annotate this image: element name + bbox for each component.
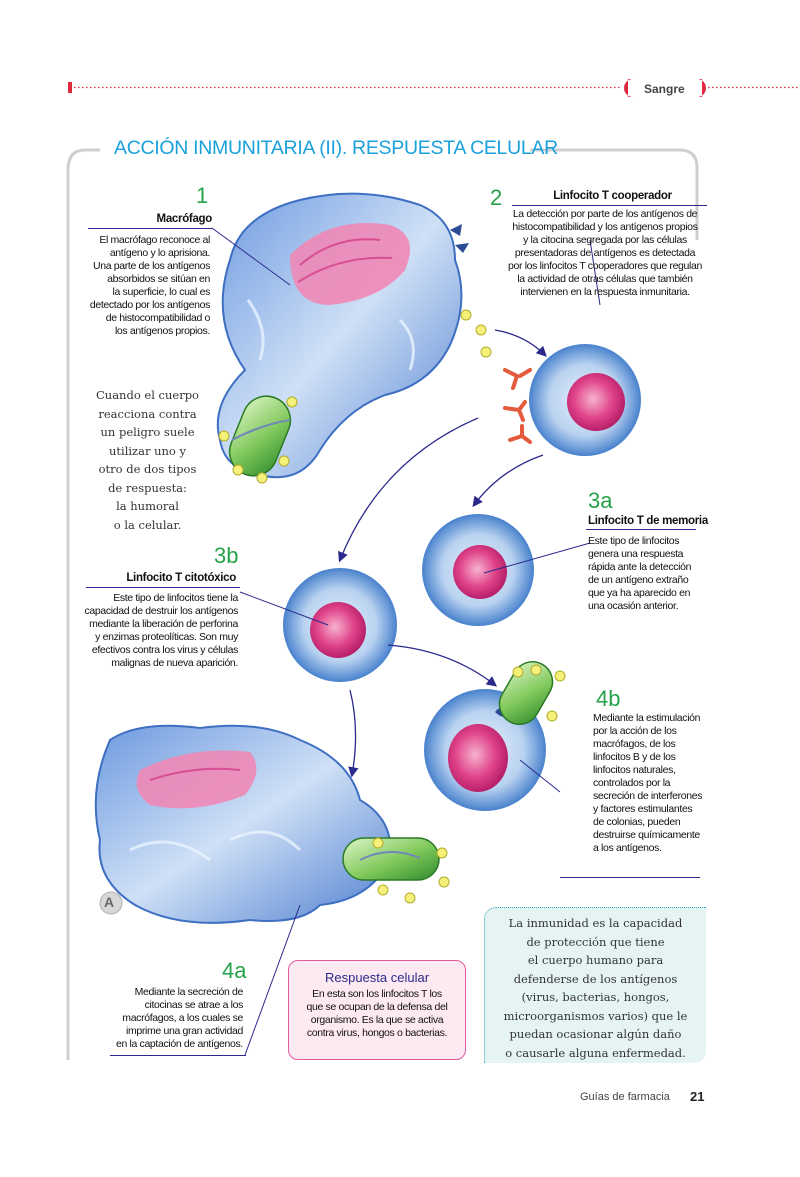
step-2-title: Linfocito T cooperador [553, 190, 672, 202]
macrophage-bottom [94, 724, 392, 924]
step-3b-rule [86, 587, 240, 588]
cellular-response-box: Respuesta celular En esta son los linfoc… [288, 960, 466, 1060]
bacterium-bottom [342, 837, 450, 904]
footer-page-number: 21 [690, 1089, 705, 1104]
intro-note: Cuando el cuerpo reacciona contra un pel… [96, 388, 199, 532]
step-3a-rule [586, 529, 696, 530]
step-4b-text: Mediante la estimulación por la acción d… [593, 712, 703, 854]
step-3a-text: Este tipo de linfocitos genera una respu… [588, 535, 692, 612]
immunity-definition-text: La inmunidad es la capacidad de protecci… [503, 916, 688, 1060]
step-1-title: Macrófago [156, 213, 213, 225]
step-4a-rule [110, 1055, 246, 1056]
step-2-number: 2 [490, 185, 503, 210]
helper-t-cell [503, 344, 641, 456]
flow-arrows [338, 329, 547, 778]
step-1-rule [88, 228, 212, 229]
header-bar [68, 79, 800, 97]
cellular-response-text: En esta son los linfocitos T los que se … [306, 988, 448, 1039]
step-1-text: El macrófago reconoce al antígeno y lo a… [89, 234, 211, 337]
step-2-text: La detección por parte de los antígenos … [508, 208, 702, 298]
memory-t-cell [422, 514, 534, 626]
step-2-rule [512, 205, 707, 206]
cell-4b [424, 660, 566, 811]
label-a: A [104, 894, 115, 910]
immunity-definition-box: La inmunidad es la capacidad de protecci… [484, 907, 706, 1063]
footer-publication: Guías de farmacia [580, 1091, 670, 1103]
page-title: ACCIÓN INMUNITARIA (II). RESPUESTA CELUL… [114, 137, 558, 159]
step-3b-title: Linfocito T citotóxico [126, 572, 236, 584]
cellular-response-title: Respuesta celular [324, 970, 430, 985]
step-3b-text: Este tipo de linfocitos tiene la capacid… [84, 592, 238, 669]
step-3a-title: Linfocito T de memoria [588, 515, 708, 527]
step-3a-number: 3a [588, 488, 613, 513]
label-a-badge [99, 891, 123, 915]
step-4a-number: 4a [222, 958, 247, 983]
step-4a-text: Mediante la secreción de citocinas se at… [115, 986, 243, 1050]
section-label: Sangre [644, 82, 685, 96]
step-4b-number: 4b [596, 686, 621, 711]
bacterium-top [218, 395, 298, 484]
callout-lines [211, 227, 601, 1056]
step-4b-rule [560, 877, 700, 878]
step-1-number: 1 [196, 183, 209, 208]
cytotoxic-t-cell [283, 568, 397, 682]
step-3b-number: 3b [214, 543, 239, 568]
surface-antigens [460, 309, 492, 358]
